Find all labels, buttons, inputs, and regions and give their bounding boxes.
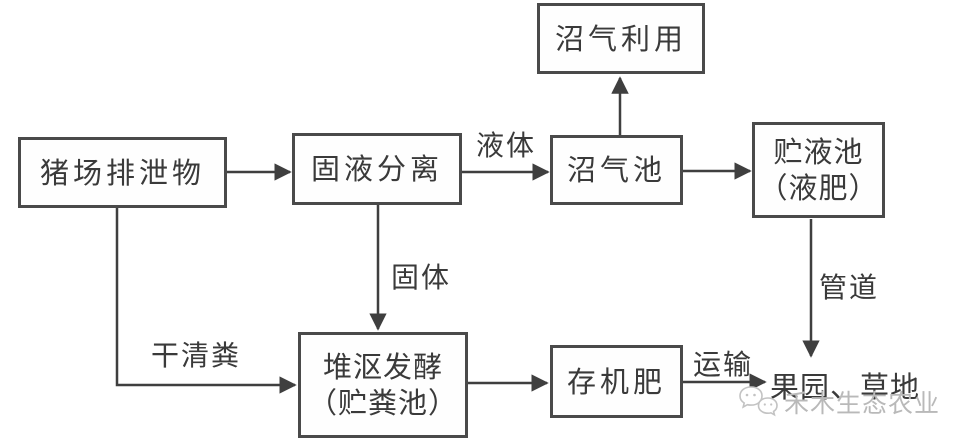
watermark: 禾木生态农业 — [738, 384, 940, 420]
edge-label-solid: 固体 — [390, 261, 451, 294]
edge-label-liquid: 液体 — [475, 129, 536, 162]
node-solid-liquid-separation-label: 固液分离 — [310, 152, 443, 186]
node-liquid-storage-line1: 贮液池 — [773, 135, 864, 169]
watermark-text: 禾木生态农业 — [784, 389, 941, 418]
arrow-excrement-to-compost-elbow — [115, 208, 297, 394]
node-compost-line2: （贮粪池） — [307, 386, 458, 420]
node-biogas-digester-label: 沼气池 — [566, 153, 666, 187]
node-biogas-digester: 沼气池 — [550, 135, 683, 205]
node-solid-liquid-separation: 固液分离 — [292, 133, 462, 205]
node-biogas-use: 沼气利用 — [537, 3, 705, 74]
node-liquid-storage: 贮液池 （液肥） — [752, 122, 885, 218]
node-biogas-use-label: 沼气利用 — [554, 21, 687, 56]
node-destination: 果园、草地 — [770, 370, 921, 404]
node-organic-fertilizer: 存机肥 — [550, 345, 683, 418]
node-organic-fertilizer-label: 存机肥 — [566, 364, 666, 399]
node-liquid-storage-line2: （液肥） — [758, 171, 879, 205]
wechat-chat-bubbles-icon — [739, 386, 778, 417]
node-pig-excrement-label: 猪场排泄物 — [39, 155, 205, 190]
node-pig-excrement: 猪场排泄物 — [18, 137, 227, 208]
node-compost-fermentation: 堆沤发酵 （贮粪池） — [298, 332, 468, 438]
node-compost-line1: 堆沤发酵 — [322, 350, 443, 384]
edge-label-dry-manure: 干清粪 — [150, 339, 241, 372]
edge-label-transport: 运输 — [692, 348, 753, 381]
edge-label-pipeline: 管道 — [818, 271, 879, 304]
